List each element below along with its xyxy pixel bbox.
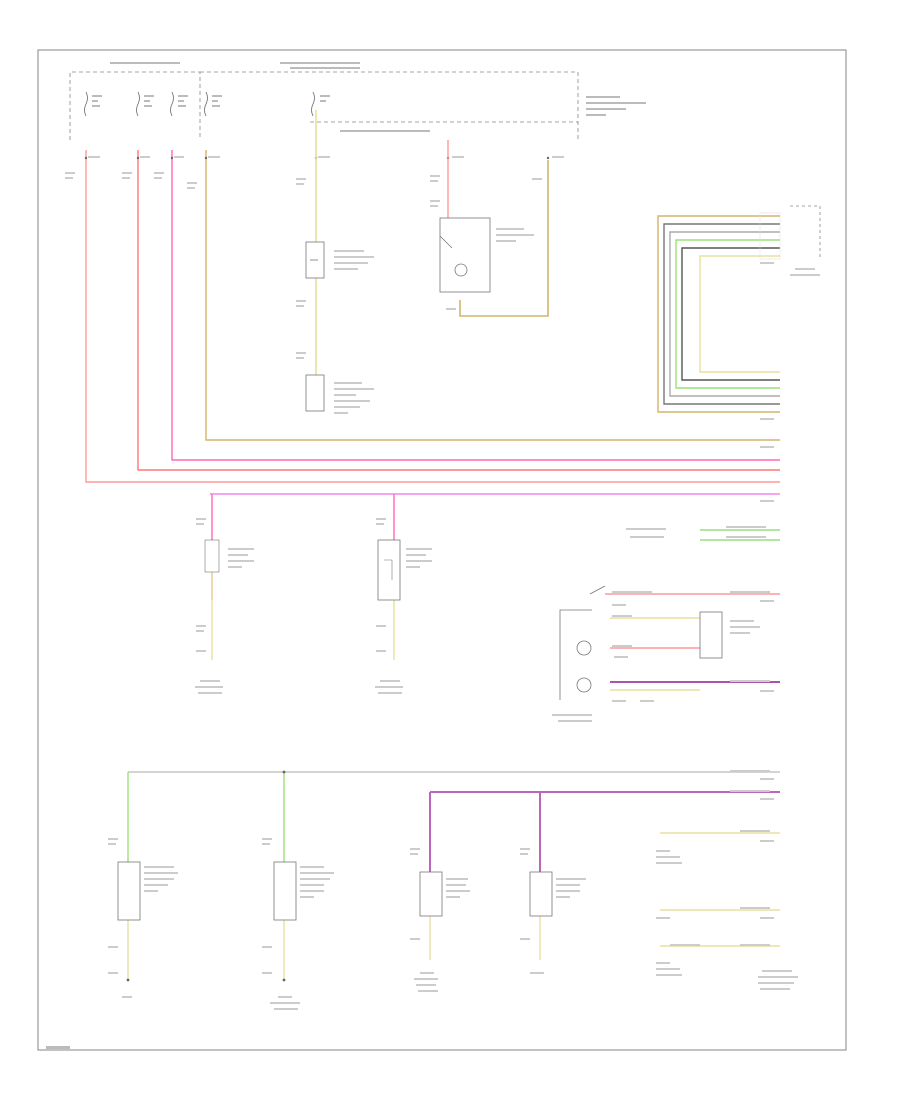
connector-labels-top [65,156,564,189]
lower-right-labels [656,770,798,990]
fuse-symbols [84,91,315,117]
footer-code-mark [46,1046,70,1049]
upper-right-harness [657,215,780,413]
upper-center-labels [296,178,374,414]
switch-module-labels [430,175,542,310]
upper-center-circuit [305,110,325,412]
fuse-labels [92,62,646,132]
fuse-block-region [69,71,579,140]
wire-red-feed-1 [85,150,780,483]
right-middle-labels [552,526,774,722]
wire-red-feed-2 [137,150,780,471]
control-module [559,585,723,700]
lower-components [117,861,553,921]
right-middle-harness [605,529,780,691]
wire-pink-feed-3 [171,150,780,461]
switch-module [439,140,549,317]
middle-lamp-labels [195,518,432,694]
lower-right-references [660,832,780,947]
lower-section-buses [127,771,780,980]
middle-lamp-left [204,494,220,660]
upper-right-connector [759,205,821,502]
power-feed-wires [85,150,780,495]
lower-ground-points [126,770,286,982]
diagram-frame [37,49,847,1051]
connector-markers-top [84,156,550,160]
lower-labels [108,838,586,1010]
wire-tan-feed-4 [205,150,780,441]
middle-lamp-right [377,494,401,660]
